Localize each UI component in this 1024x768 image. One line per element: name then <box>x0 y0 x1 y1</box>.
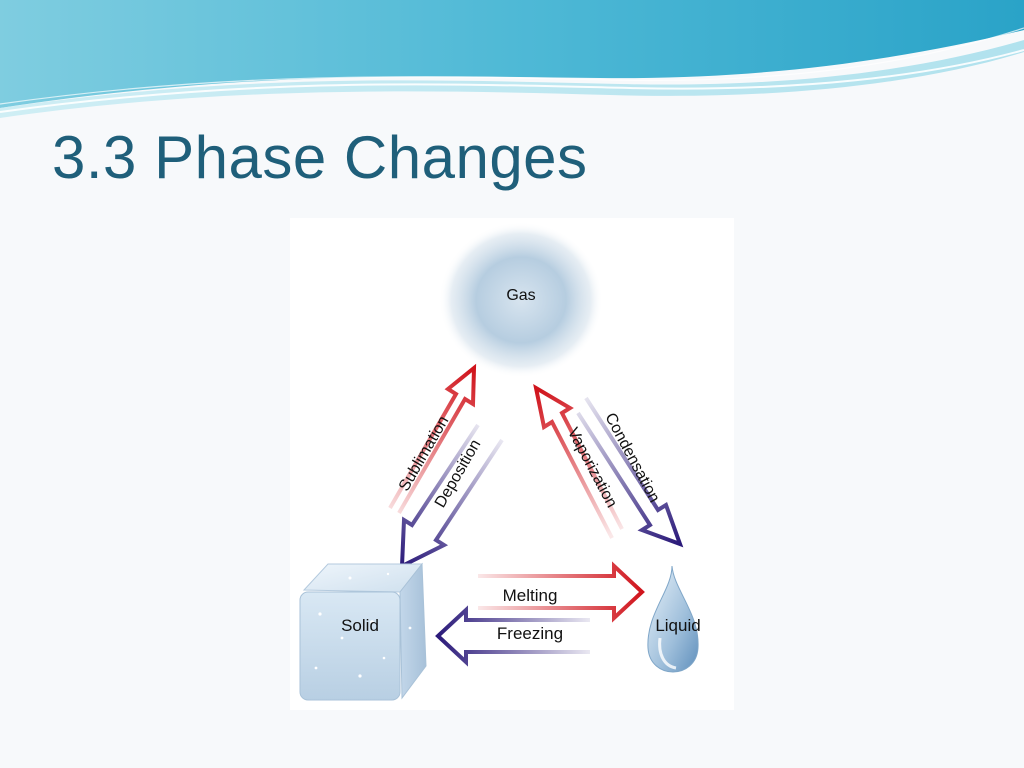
vaporization-arrow <box>533 383 624 539</box>
melting-label: Melting <box>503 586 558 605</box>
liquid-label: Liquid <box>655 616 700 635</box>
freezing-label: Freezing <box>497 624 563 643</box>
slide-title: 3.3 Phase Changes <box>52 124 588 191</box>
gas-cloud <box>439 222 603 378</box>
freezing-arrow <box>435 605 590 667</box>
wave-header-decoration <box>0 0 1024 118</box>
melting-arrow <box>478 561 645 623</box>
solid-label: Solid <box>341 616 379 635</box>
water-drop-illustration <box>647 565 699 673</box>
ice-cube-illustration <box>299 562 427 701</box>
sublimation-arrow <box>388 363 477 515</box>
diagram-canvas: Gas Sublimation Deposition Condensation … <box>299 222 701 701</box>
deposition-label: Deposition <box>432 437 485 511</box>
gas-label: Gas <box>506 287 535 304</box>
phase-change-diagram: Gas Sublimation Deposition Condensation … <box>290 218 734 710</box>
condensation-arrow <box>576 396 684 548</box>
